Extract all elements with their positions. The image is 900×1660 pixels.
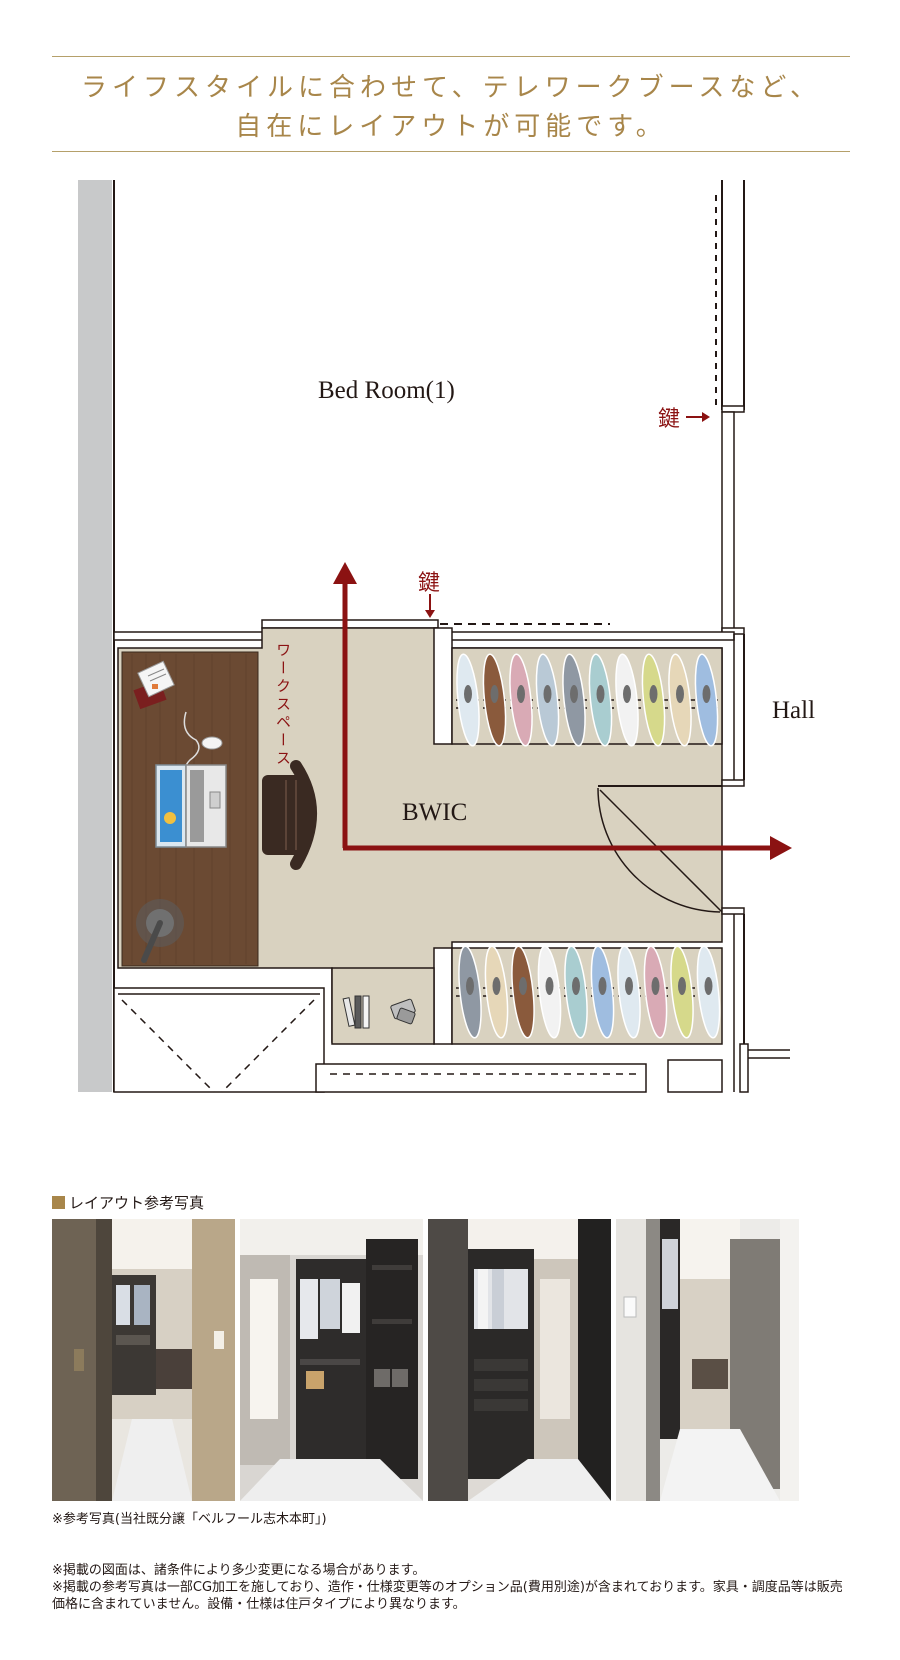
section-square-icon xyxy=(52,1196,65,1209)
bwic-top-wall-center xyxy=(261,619,439,629)
hall-post xyxy=(739,1043,749,1093)
right-wall-post-1 xyxy=(721,405,745,413)
hanger-hook xyxy=(492,977,501,995)
lower-closet-right xyxy=(667,1059,723,1093)
hanger-hook xyxy=(466,977,474,995)
lower-diag-2 xyxy=(221,999,315,1093)
photos-section-title: レイアウト参考写真 xyxy=(52,1192,204,1213)
hanger-hook xyxy=(678,977,686,995)
door-leaf xyxy=(599,789,723,913)
bwic-partition-top xyxy=(433,627,453,745)
bwic-partition-bottom xyxy=(433,947,453,1045)
hanger-hook xyxy=(517,685,525,703)
hanger-hook xyxy=(598,977,607,995)
note-2: ※掲載の参考写真は一部CG加工を施しており、造作・仕様変更等のオプション品(費用… xyxy=(52,1580,843,1612)
hanger-hook xyxy=(519,977,527,995)
note-1: ※掲載の図面は、諸条件により多少変更になる場合があります。 xyxy=(52,1563,426,1578)
reference-photo-3 xyxy=(428,1219,611,1501)
notes: ※掲載の図面は、諸条件により多少変更になる場合があります。 ※掲載の参考写真は一… xyxy=(52,1562,852,1613)
lock-label-1: 鍵 xyxy=(658,407,680,432)
hanger-hook xyxy=(490,685,499,703)
headline-line-1: ライフスタイルに合わせて、テレワークブースなど、 xyxy=(80,73,822,103)
hangers-top xyxy=(456,653,719,747)
hall-label: Hall xyxy=(772,697,815,724)
reference-photo-4 xyxy=(616,1219,799,1501)
lock-arrowhead-2 xyxy=(425,610,435,618)
laptop-icon xyxy=(155,764,227,848)
hanger-hook xyxy=(649,685,658,703)
route-arrowhead-up xyxy=(333,562,357,584)
reference-photo-1 xyxy=(52,1219,235,1501)
hanger-hook xyxy=(651,977,660,995)
route-arrowhead-right xyxy=(770,836,792,860)
hangers-bottom xyxy=(458,945,721,1039)
bwic-top-wall-right xyxy=(437,631,735,641)
hanger-hook xyxy=(625,977,633,995)
reference-photos xyxy=(52,1219,850,1501)
photos-section-title-text: レイアウト参考写真 xyxy=(69,1194,205,1212)
hanger-hook xyxy=(702,685,711,703)
right-wall-lower xyxy=(721,411,735,633)
lock-label-2: 鍵 xyxy=(418,571,440,596)
door-swing-arc xyxy=(597,787,721,913)
headline-line-2: 自在にレイアウトが可能です。 xyxy=(235,112,667,142)
left-wall xyxy=(78,180,112,1092)
bwic-top-wall-left xyxy=(113,631,265,641)
books-icon xyxy=(342,995,370,1029)
lamp-icon xyxy=(136,899,184,963)
notebook-icon xyxy=(133,660,175,710)
photo-caption: ※参考写真(当社既分譲「ベルフール志木本町」) xyxy=(52,1512,327,1527)
lower-closet-mid xyxy=(315,1063,647,1093)
hanger-hook xyxy=(545,977,554,995)
hanger-hook xyxy=(623,685,631,703)
chair-icon xyxy=(262,760,317,870)
door-opening-post-bottom xyxy=(721,907,745,915)
hanger-hook xyxy=(596,685,605,703)
lock-arrowhead-1 xyxy=(702,412,710,422)
bedroom-label: Bed Room(1) xyxy=(318,377,455,404)
workspace-label: ワークスペース xyxy=(274,642,292,768)
floor-plan: Bed Room(1) BWIC Hall 鍵 鍵 ワークスペース xyxy=(78,180,815,1093)
hanger-hook xyxy=(464,685,472,703)
gadget-icon xyxy=(390,998,416,1025)
bwic-label: BWIC xyxy=(402,799,467,826)
hanger-hook xyxy=(543,685,552,703)
reference-photo-2 xyxy=(240,1219,423,1501)
lower-diag-1 xyxy=(121,999,215,1093)
hanger-hook xyxy=(570,685,578,703)
hanger-hook xyxy=(572,977,580,995)
hanger-hook xyxy=(676,685,684,703)
door-opening-post-top xyxy=(721,779,745,787)
hanger-hook xyxy=(704,977,713,995)
headline: ライフスタイルに合わせて、テレワークブースなど、 自在にレイアウトが可能です。 xyxy=(52,56,850,152)
lower-closet-left xyxy=(113,987,325,1093)
